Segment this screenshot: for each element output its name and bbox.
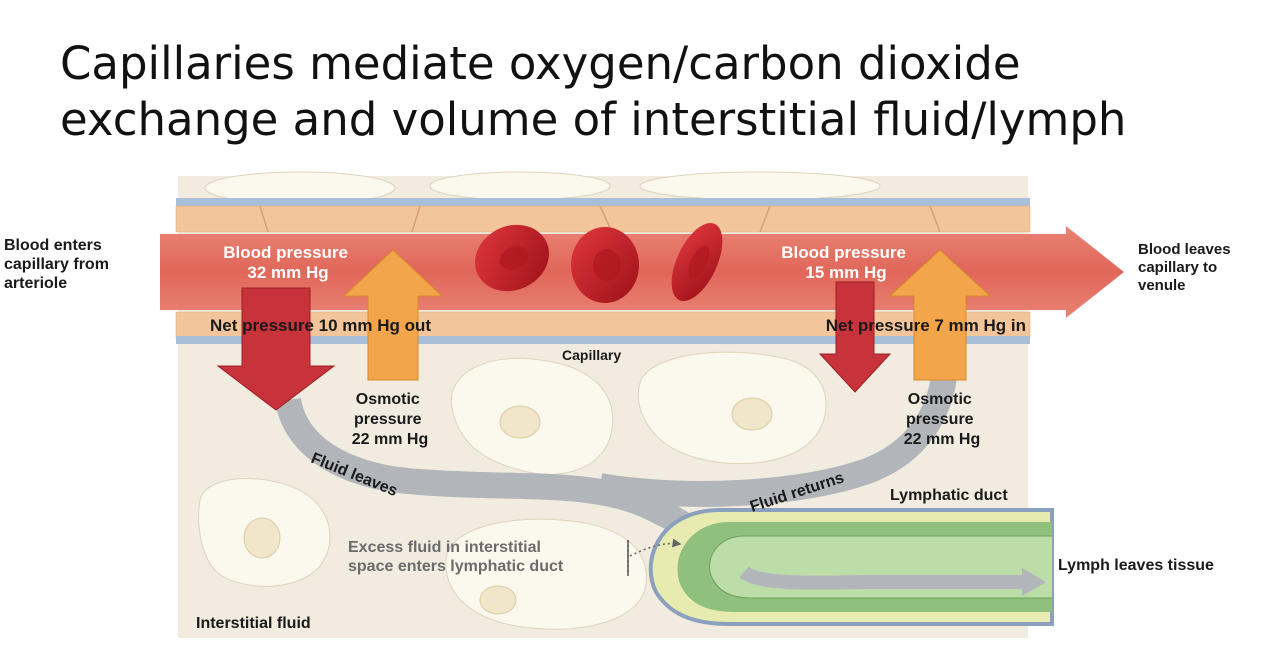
tissue-cell xyxy=(639,171,881,201)
blood-pressure-arrow-right xyxy=(818,281,892,393)
capillary-edge-top xyxy=(176,198,1030,206)
osmotic-pressure-left-label: Osmotic pressure 22 mm Hg xyxy=(352,391,428,448)
pressure-arrows xyxy=(216,249,992,411)
lymph-inner-arrow-head xyxy=(1022,568,1046,596)
blood-leaves-label: Blood leaves capillary to venule xyxy=(1138,241,1235,294)
capillary-wall-bottom xyxy=(175,311,1031,339)
red-blood-cells xyxy=(475,223,723,303)
red-blood-cell-dimple xyxy=(593,249,621,281)
blood-pressure-right-label: Blood pressure 15 mm Hg xyxy=(781,243,910,282)
osmotic-pressure-right-label: Osmotic pressure 22 mm Hg xyxy=(904,391,980,448)
slide-title-line-2: exchange and volume of interstitial flui… xyxy=(60,93,1127,146)
cell-nucleus xyxy=(731,397,773,431)
net-pressure-right-label: Net pressure 7 mm Hg in xyxy=(826,316,1026,335)
slide-title-line-1: Capillaries mediate oxygen/carbon dioxid… xyxy=(60,37,1021,90)
tissue-cell xyxy=(429,171,611,201)
osmotic-pressure-arrow-left xyxy=(342,249,444,381)
red-blood-cell-dimple xyxy=(499,246,529,270)
excess-fluid-label: Excess fluid in interstitial space enter… xyxy=(348,539,564,575)
fluid-returns-path xyxy=(597,374,957,507)
blood-pressure-arrow-left xyxy=(216,287,336,411)
interstitial-fluid-label: Interstitial fluid xyxy=(196,615,311,632)
capillary-label: Capillary xyxy=(562,347,621,363)
red-blood-cell-dimple xyxy=(688,245,710,279)
net-pressure-left-label: Net pressure 10 mm Hg out xyxy=(210,316,431,335)
cell-nucleus xyxy=(499,405,541,439)
lymphatic-duct xyxy=(648,508,1054,626)
cell-nucleus xyxy=(479,585,517,615)
tissue-cell xyxy=(637,351,827,465)
slide-title: Capillaries mediate oxygen/carbon dioxid… xyxy=(60,36,1240,148)
lymphatic-duct-label: Lymphatic duct xyxy=(890,487,1008,504)
lymph-leaves-label: Lymph leaves tissue xyxy=(1058,557,1214,574)
capillary-edge-bottom xyxy=(176,336,1030,344)
lymph-inner-arrow xyxy=(739,566,1024,590)
osmotic-pressure-arrow-right xyxy=(888,249,992,381)
blood-enters-label: Blood enters capillary from arteriole xyxy=(4,237,113,292)
tissue-cells xyxy=(198,171,881,630)
cell-nucleus xyxy=(243,517,281,559)
blood-pressure-left-label: Blood pressure 32 mm Hg xyxy=(223,243,352,282)
